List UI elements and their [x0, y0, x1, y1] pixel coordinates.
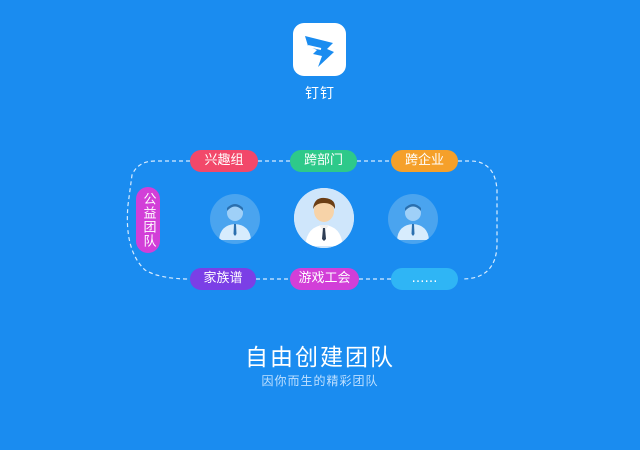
dingtalk-logo-icon	[305, 36, 334, 67]
app-logo	[293, 23, 346, 76]
headline: 自由创建团队	[245, 345, 395, 371]
tag-charity-team: 公益团队	[136, 187, 160, 253]
subline: 因你而生的精彩团队	[261, 374, 379, 388]
tag-game-guild: 游戏工会	[290, 268, 359, 290]
tag-cross-enterprise: 跨企业	[391, 150, 458, 172]
user-avatar-icon	[388, 194, 438, 244]
tag-family-tree: 家族谱	[190, 268, 256, 290]
main-user-avatar-icon	[294, 188, 354, 248]
app-name: 钉钉	[305, 86, 335, 102]
tag-interest-group: 兴趣组	[190, 150, 258, 172]
user-avatar-icon	[210, 194, 260, 244]
tag-cross-department: 跨部门	[290, 150, 357, 172]
tag-more: ……	[391, 268, 458, 290]
